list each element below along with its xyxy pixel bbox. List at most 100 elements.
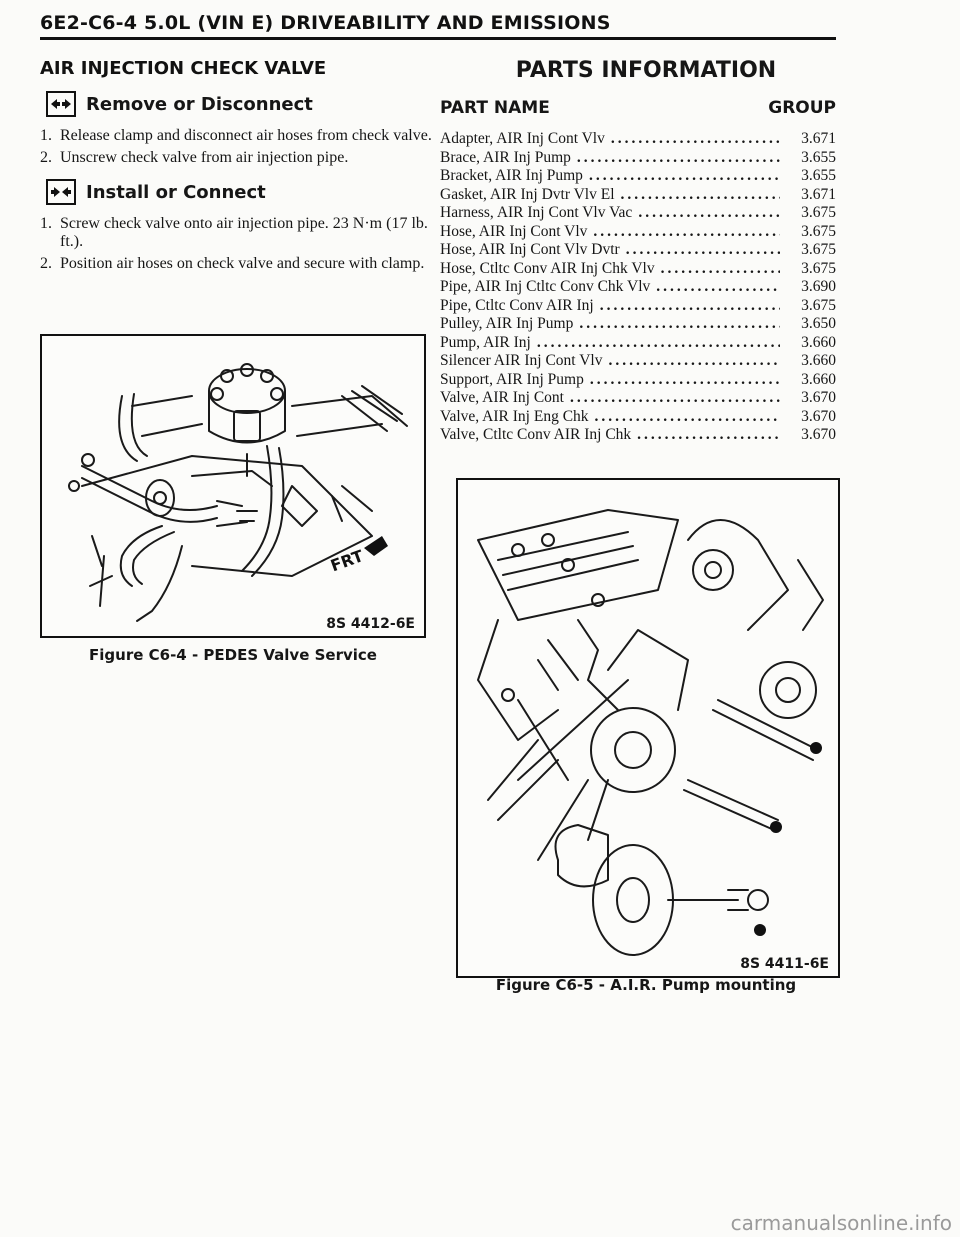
front-label: FRT (328, 546, 366, 575)
part-name: Hose, AIR Inj Cont Vlv Dvtr (440, 241, 620, 258)
dot-leader: ........................................… (638, 204, 780, 221)
part-group: 3.655 (801, 148, 836, 166)
part-name: Adapter, AIR Inj Cont Vlv (440, 130, 605, 147)
dot-leader: ........................................… (625, 241, 780, 258)
parts-list: Adapter, AIR Inj Cont Vlv...............… (440, 130, 836, 445)
part-name: Gasket, AIR Inj Dvtr Vlv El (440, 185, 615, 203)
table-row: Bracket, AIR Inj Pump...................… (440, 167, 836, 186)
part-group: 3.650 (801, 315, 836, 332)
dot-leader: ........................................… (589, 370, 780, 388)
list-item: 1.Release clamp and disconnect air hoses… (40, 127, 432, 144)
table-row: Pulley, AIR Inj Pump....................… (440, 315, 836, 334)
dot-leader: ........................................… (660, 259, 780, 277)
part-name: Brace, AIR Inj Pump (440, 148, 571, 166)
list-item: 2.Unscrew check valve from air injection… (40, 149, 349, 166)
part-group: 3.655 (801, 167, 836, 184)
part-name: Pipe, AIR Inj Ctltc Conv Chk Vlv (440, 278, 651, 295)
part-name: Valve, AIR Inj Cont (440, 389, 564, 406)
part-name: Bracket, AIR Inj Pump (440, 167, 583, 184)
dot-leader: ........................................… (579, 315, 780, 332)
figure-id: 8S 4411-6E (737, 956, 832, 972)
part-group: 3.671 (801, 130, 836, 147)
part-group: 3.675 (801, 204, 836, 221)
table-row: Hose, AIR Inj Cont Vlv Dvtr.............… (440, 241, 836, 260)
part-group: 3.690 (801, 278, 836, 295)
table-row: Harness, AIR Inj Cont Vlv Vac...........… (440, 204, 836, 223)
part-name: Valve, Ctltc Conv AIR Inj Chk (440, 426, 632, 443)
dot-leader: ........................................… (576, 148, 780, 166)
dot-leader: ........................................… (594, 407, 780, 425)
table-row: Pipe, Ctltc Conv AIR Inj................… (440, 297, 836, 316)
part-name: Pipe, Ctltc Conv AIR Inj (440, 296, 594, 314)
table-row: Valve, AIR Inj Eng Chk..................… (440, 408, 836, 427)
table-row: Pipe, AIR Inj Ctltc Conv Chk Vlv........… (440, 278, 836, 297)
table-row: Gasket, AIR Inj Dvtr Vlv El.............… (440, 186, 836, 205)
table-row: Silencer AIR Inj Cont Vlv...............… (440, 352, 836, 371)
part-name: Harness, AIR Inj Cont Vlv Vac (440, 204, 633, 221)
part-group: 3.670 (801, 407, 836, 425)
part-group: 3.675 (801, 241, 836, 258)
dot-leader: ........................................… (620, 185, 780, 203)
column-header-part-name: PART NAME (440, 98, 550, 118)
front-arrow-icon (364, 536, 388, 556)
header-rule (40, 37, 836, 40)
dot-leader: ........................................… (588, 167, 780, 184)
dot-leader: ........................................… (536, 333, 780, 351)
part-name: Hose, AIR Inj Cont Vlv (440, 222, 588, 240)
part-name: Support, AIR Inj Pump (440, 370, 584, 388)
figure-id: 8S 4412-6E (323, 616, 418, 632)
dot-leader: ........................................… (610, 130, 780, 147)
part-group: 3.675 (801, 259, 836, 277)
install-arrows-icon (46, 179, 76, 205)
part-group: 3.671 (801, 185, 836, 203)
install-heading-label: Install or Connect (86, 181, 266, 203)
dot-leader: ........................................… (637, 426, 780, 443)
part-group: 3.670 (801, 426, 836, 443)
part-group: 3.660 (801, 352, 836, 369)
table-row: Support, AIR Inj Pump...................… (440, 371, 836, 390)
page-header: 6E2-C6-4 5.0L (VIN E) DRIVEABILITY AND E… (40, 12, 611, 34)
remove-heading: Remove or Disconnect (46, 91, 440, 117)
table-row: Brace, AIR Inj Pump.....................… (440, 149, 836, 168)
part-group: 3.660 (801, 370, 836, 388)
table-row: Valve, Ctltc Conv AIR Inj Chk...........… (440, 426, 836, 445)
list-item: 1.Screw check valve onto air injection p… (40, 215, 428, 250)
part-name: Valve, AIR Inj Eng Chk (440, 407, 589, 425)
part-group: 3.670 (801, 389, 836, 406)
figure-caption: Figure C6-4 - PEDES Valve Service (89, 646, 377, 664)
part-name: Pulley, AIR Inj Pump (440, 315, 574, 332)
dot-leader: ........................................… (593, 222, 780, 240)
air-pump-illustration (477, 509, 824, 956)
dot-leader: ........................................… (608, 352, 780, 369)
left-column: AIR INJECTION CHECK VALVE Remove or Disc… (40, 58, 440, 285)
part-group: 3.660 (801, 333, 836, 351)
pedes-valve-illustration: FRT (68, 363, 408, 622)
table-row: Hose, AIR Inj Cont Vlv..................… (440, 223, 836, 242)
dot-leader: ........................................… (599, 296, 780, 314)
install-steps: 1.Screw check valve onto air injection p… (40, 215, 440, 273)
figure-pedes-valve: FRT 8S 4412-6E (40, 334, 426, 638)
part-name: Silencer AIR Inj Cont Vlv (440, 352, 603, 369)
install-heading: Install or Connect (46, 179, 440, 205)
part-group: 3.675 (801, 296, 836, 314)
watermark: carmanualsonline.info (730, 1211, 952, 1235)
list-item: 2.Position air hoses on check valve and … (40, 255, 425, 272)
parts-title: PARTS INFORMATION (515, 58, 777, 83)
part-name: Hose, Ctltc Conv AIR Inj Chk Vlv (440, 259, 655, 277)
remove-arrows-icon (46, 91, 76, 117)
figure-air-pump: 8S 4411-6E (456, 478, 840, 978)
dot-leader: ........................................… (570, 389, 780, 406)
parts-table-header: PART NAME GROUP (440, 98, 836, 118)
figure-caption: Figure C6-5 - A.I.R. Pump mounting (495, 976, 797, 994)
dot-leader: ........................................… (656, 278, 780, 295)
part-group: 3.675 (801, 222, 836, 240)
remove-heading-label: Remove or Disconnect (86, 93, 313, 115)
table-row: Hose, Ctltc Conv AIR Inj Chk Vlv........… (440, 260, 836, 279)
table-row: Adapter, AIR Inj Cont Vlv...............… (440, 130, 836, 149)
table-row: Pump, AIR Inj...........................… (440, 334, 836, 353)
section-title: AIR INJECTION CHECK VALVE (40, 58, 327, 79)
remove-steps: 1.Release clamp and disconnect air hoses… (40, 127, 440, 167)
table-row: Valve, AIR Inj Cont.....................… (440, 389, 836, 408)
column-header-group: GROUP (768, 98, 836, 118)
part-name: Pump, AIR Inj (440, 333, 531, 351)
